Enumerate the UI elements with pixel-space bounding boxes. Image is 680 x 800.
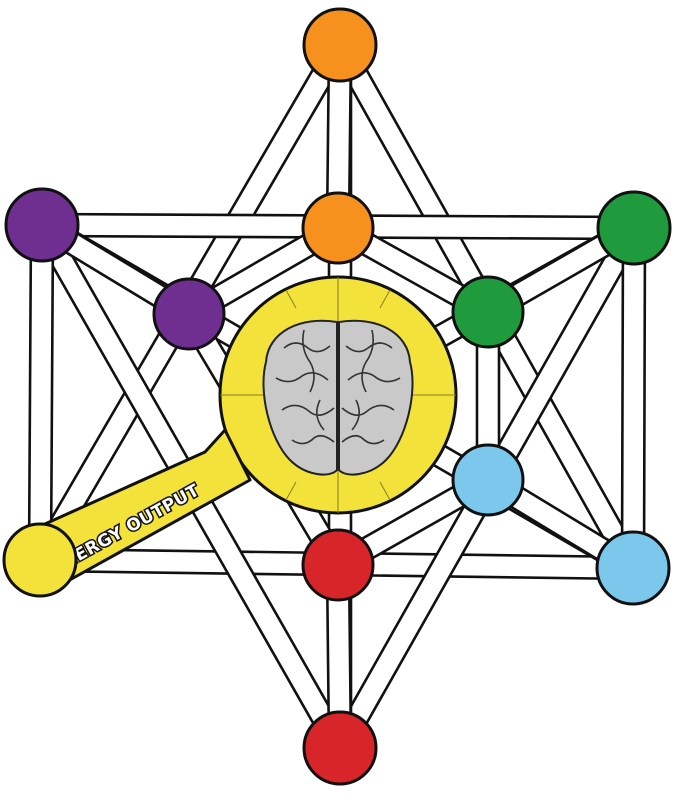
beam-outer-upper-left-to-outer-lower-left (29, 225, 53, 560)
node-outer-bottom (304, 712, 376, 784)
energy-hub (220, 277, 456, 513)
node-outer-lower-left (4, 524, 76, 596)
beam-outer-upper-right-to-outer-lower-right (622, 228, 645, 568)
node-outer-top (304, 9, 376, 81)
node-inner-bottom (303, 530, 373, 600)
node-outer-upper-left (6, 189, 78, 261)
node-inner-upper-left (154, 279, 224, 349)
node-inner-upper-right (453, 277, 523, 347)
node-inner-top (303, 193, 373, 263)
node-outer-lower-right (597, 532, 669, 604)
brain-icon (263, 321, 412, 475)
node-inner-lower-right (453, 445, 523, 515)
node-outer-upper-right (598, 192, 670, 264)
